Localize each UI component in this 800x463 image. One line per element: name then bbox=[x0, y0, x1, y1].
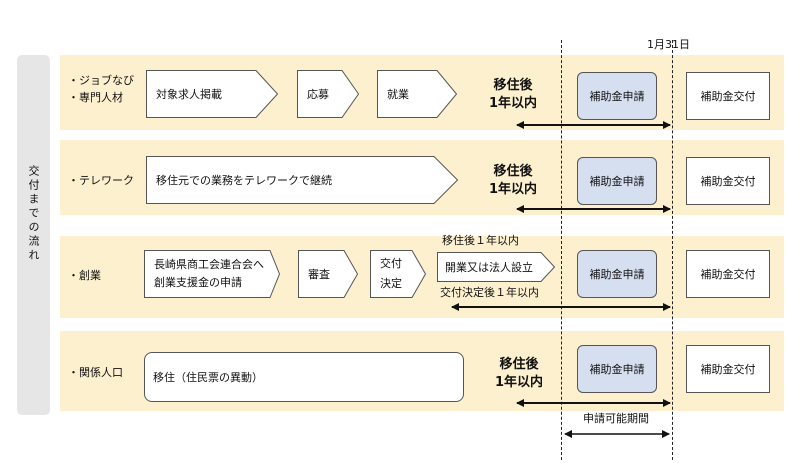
within-one-year-related: 移住後 1年以内 bbox=[484, 356, 554, 392]
note-within-one-year-after-move: 移住後１年以内 bbox=[442, 234, 519, 247]
step-review: 審査 bbox=[298, 250, 359, 298]
step-open-business-label: 開業又は法人設立 bbox=[445, 260, 533, 274]
step-startup-application: 長崎県商工会連合会へ 創業支援金の申請 bbox=[144, 250, 281, 298]
note-within-one-year-after-decision: 交付決定後１年以内 bbox=[440, 286, 539, 299]
apply-subsidy-job: 補助金申請 bbox=[577, 72, 657, 120]
flow-side-label-text: 交付までの流れ bbox=[27, 165, 40, 263]
step-grant-decision-text: 交付 決定 bbox=[380, 254, 402, 294]
step-open-business: 開業又は法人設立 bbox=[437, 252, 556, 282]
step-job-listing: 対象求人掲載 bbox=[146, 70, 279, 118]
apply-period-label: 申請可能期間 bbox=[583, 412, 649, 425]
grant-subsidy-related: 補助金交付 bbox=[686, 345, 770, 393]
apply-subsidy-related: 補助金申請 bbox=[577, 345, 657, 393]
within-one-year-job-line1: 移住後 bbox=[493, 78, 533, 93]
category-telework: ・テレワーク bbox=[68, 174, 134, 187]
step-employment-label: 就業 bbox=[387, 87, 409, 101]
step-grant-decision-line2: 決定 bbox=[380, 277, 402, 290]
flow-side-label: 交付までの流れ bbox=[17, 55, 50, 415]
within-one-year-related-line2: 1年以内 bbox=[494, 375, 544, 390]
apply-subsidy-telework: 補助金申請 bbox=[577, 157, 657, 205]
step-employment: 就業 bbox=[377, 70, 458, 118]
step-job-listing-label: 対象求人掲載 bbox=[156, 87, 222, 101]
step-telework-continue-label: 移住元での業務をテレワークで継続 bbox=[156, 173, 332, 187]
step-startup-application-text: 長崎県商工会連合会へ 創業支援金の申請 bbox=[154, 256, 264, 292]
step-apply-job-label: 応募 bbox=[307, 87, 329, 101]
category-startup: ・創業 bbox=[68, 269, 101, 282]
apply-period-start-line bbox=[561, 40, 562, 460]
within-one-year-job: 移住後 1年以内 bbox=[478, 77, 548, 113]
step-grant-decision-line1: 交付 bbox=[380, 257, 402, 270]
apply-subsidy-startup: 補助金申請 bbox=[577, 250, 657, 298]
category-job-navi-line1: ・ジョブなび bbox=[68, 74, 134, 87]
step-startup-application-line2: 創業支援金の申請 bbox=[154, 276, 242, 289]
deadline-label: 1月31日 bbox=[647, 38, 690, 51]
within-one-year-telework-line2: 1年以内 bbox=[488, 182, 538, 197]
within-one-year-telework-line1: 移住後 bbox=[493, 164, 533, 179]
step-telework-continue: 移住元での業務をテレワークで継続 bbox=[146, 156, 459, 204]
category-related-population: ・関係人口 bbox=[68, 366, 123, 379]
grant-subsidy-job: 補助金交付 bbox=[686, 72, 770, 120]
within-one-year-related-line1: 移住後 bbox=[499, 357, 539, 372]
within-one-year-telework: 移住後 1年以内 bbox=[478, 163, 548, 199]
step-grant-decision: 交付 決定 bbox=[370, 250, 427, 298]
grant-subsidy-startup: 補助金交付 bbox=[686, 250, 770, 298]
step-review-label: 審査 bbox=[308, 267, 330, 281]
step-relocation: 移住（住民票の異動） bbox=[144, 352, 464, 402]
step-apply-job: 応募 bbox=[297, 70, 360, 118]
category-job-navi-line2: ・専門人材 bbox=[68, 91, 123, 104]
step-startup-application-line1: 長崎県商工会連合会へ bbox=[154, 258, 264, 271]
category-job-navi: ・ジョブなび ・専門人材 bbox=[68, 72, 134, 106]
apply-period-end-line bbox=[672, 40, 673, 460]
within-one-year-job-line2: 1年以内 bbox=[488, 96, 538, 111]
grant-subsidy-telework: 補助金交付 bbox=[686, 157, 770, 205]
